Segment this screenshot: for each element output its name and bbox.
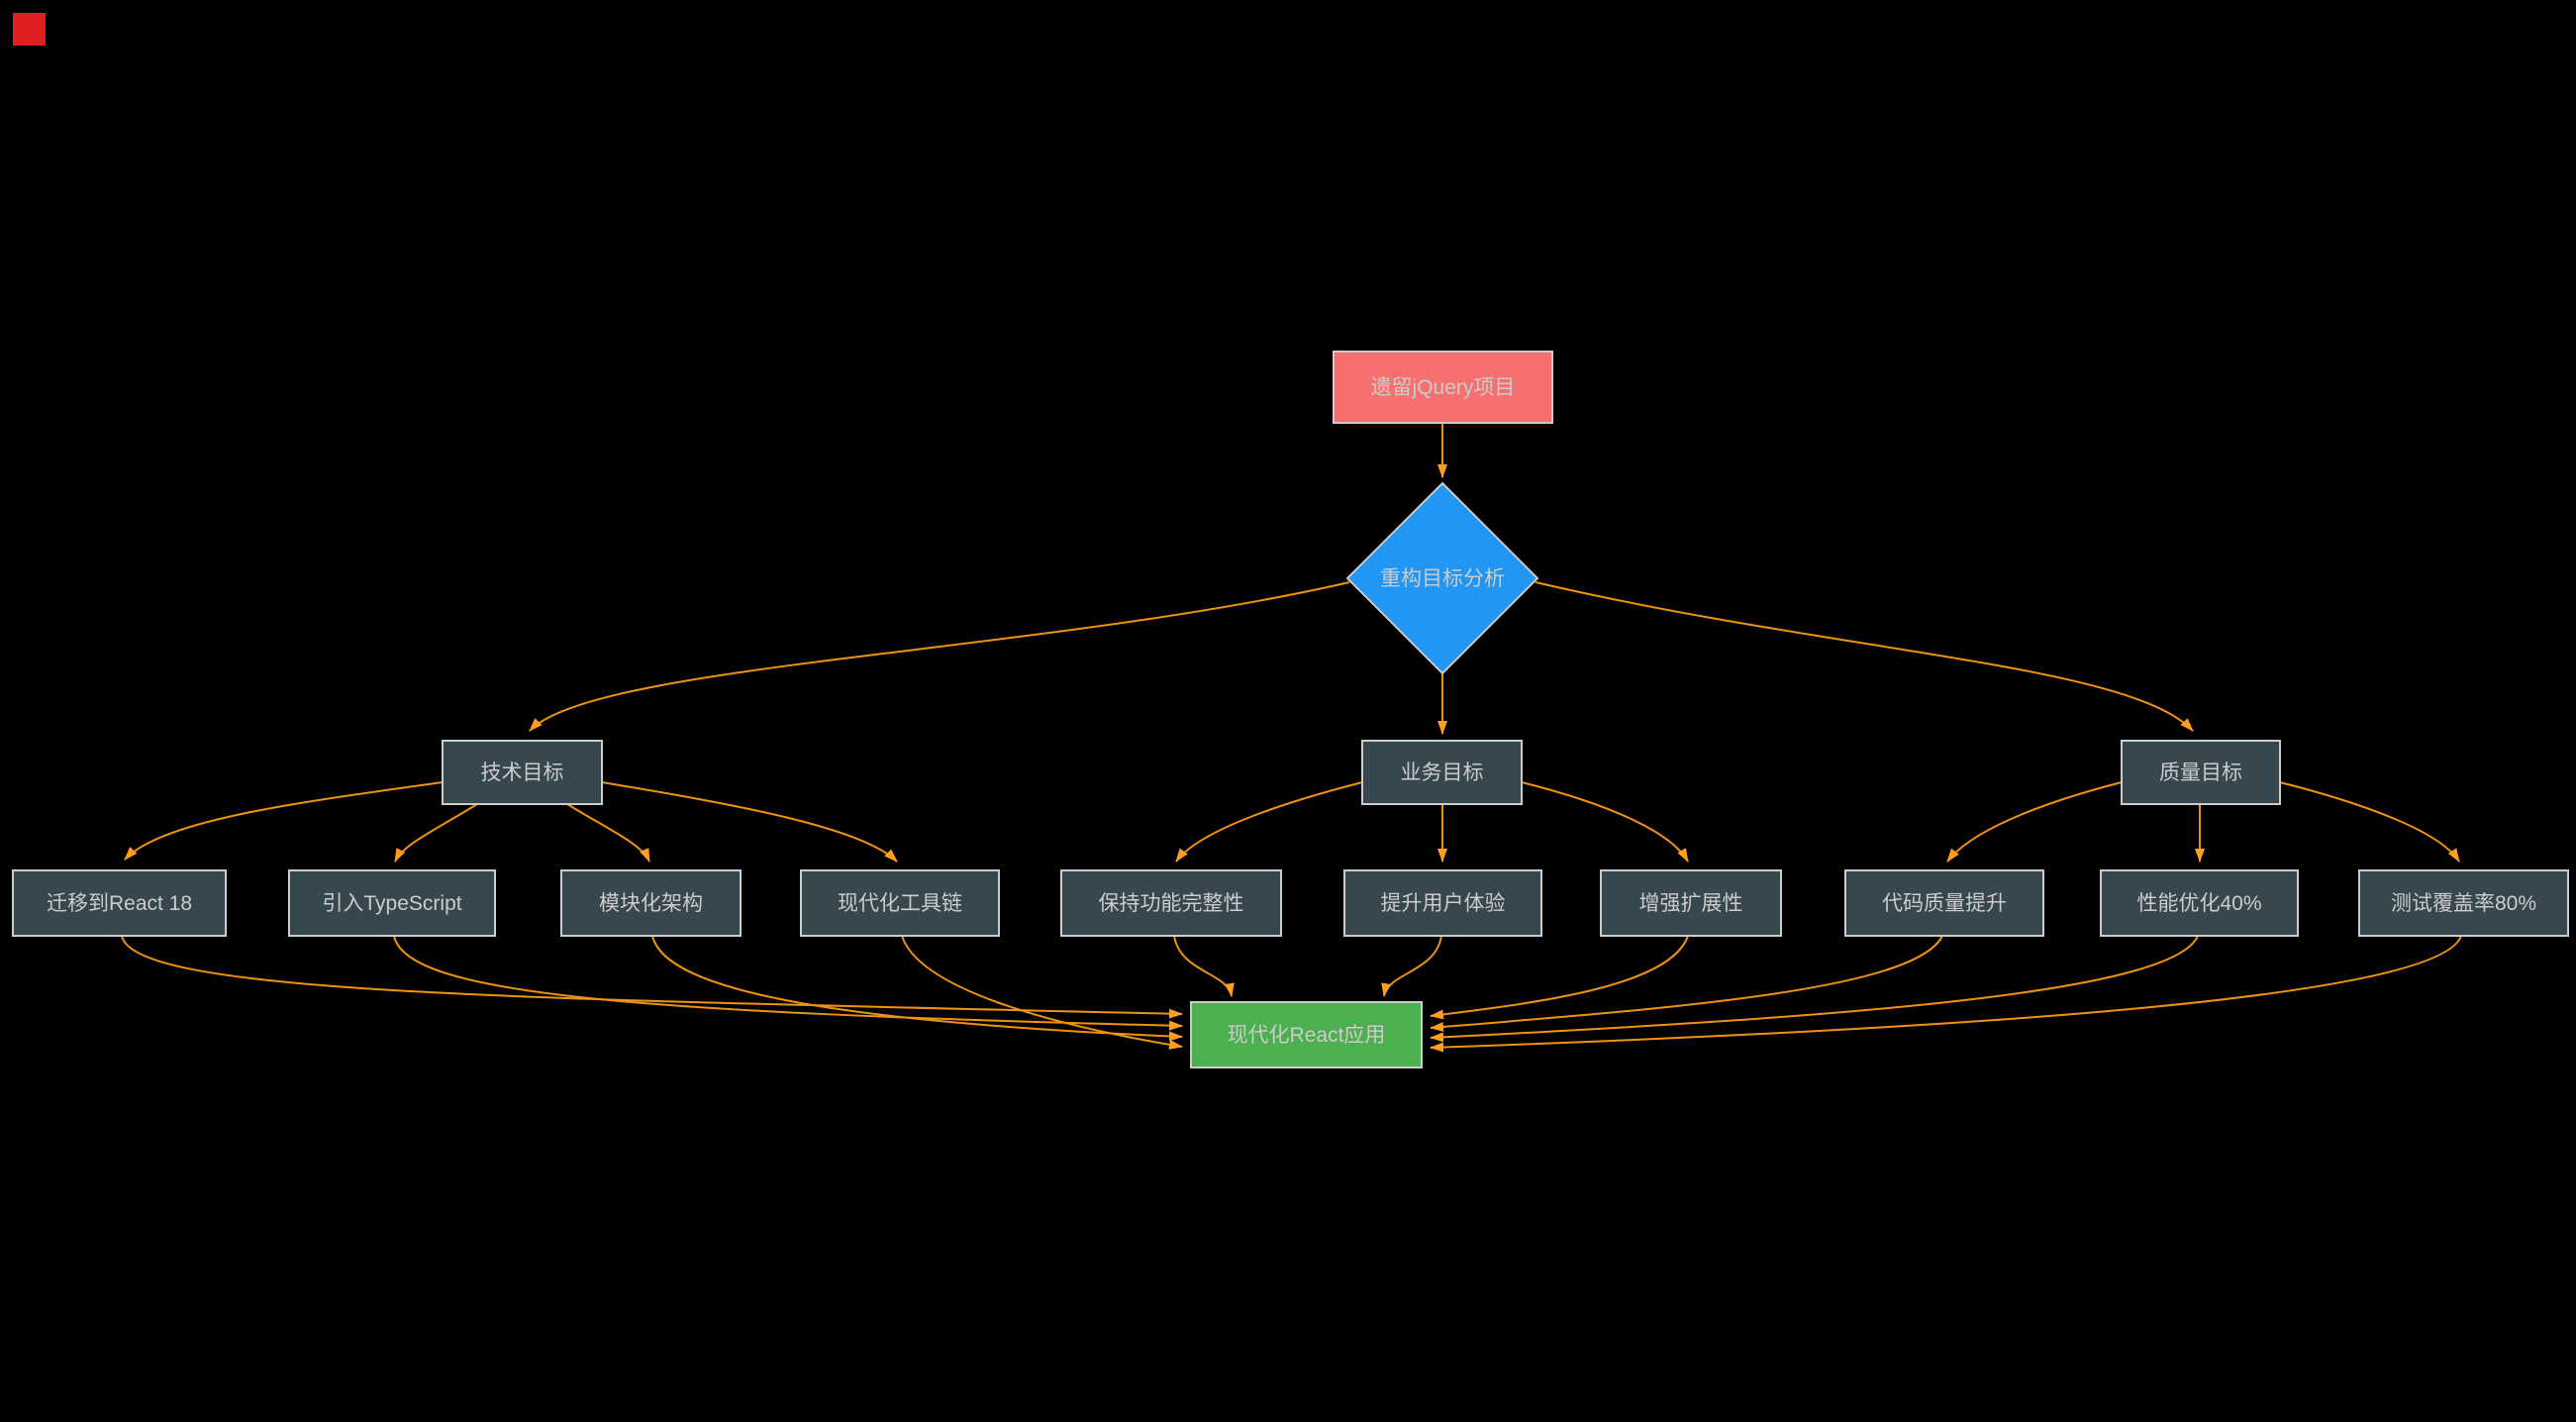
- node-typescript: 引入TypeScript: [288, 869, 496, 937]
- edge-tech-toolchain: [601, 781, 898, 863]
- legacy-node-label: 遗留jQuery项目: [1371, 376, 1516, 399]
- tech-node-box: [442, 740, 603, 805]
- edge-tech-react18: [124, 781, 444, 861]
- edge-react18-result: [121, 935, 1183, 1019]
- node-modular: 模块化架构: [560, 869, 742, 937]
- edge-business-integrity: [1175, 781, 1363, 863]
- integrity-node-box: [1060, 869, 1282, 937]
- node-ux: 提升用户体验: [1343, 869, 1542, 937]
- integrity-node-label: 保持功能完整性: [1099, 892, 1244, 915]
- business-node-box: [1361, 740, 1523, 805]
- business-node-label: 业务目标: [1401, 762, 1484, 784]
- node-integrity: 保持功能完整性: [1060, 869, 1282, 937]
- edge-extensibility-result: [1430, 935, 1689, 1020]
- edge-coverage-result: [1430, 935, 2462, 1053]
- ux-node-box: [1343, 869, 1542, 937]
- node-quality: 质量目标: [2121, 740, 2281, 805]
- performance-node-label: 性能优化40%: [2136, 892, 2261, 915]
- node-decision: 重构目标分析: [1345, 481, 1539, 675]
- decision-diamond: [1345, 481, 1539, 675]
- ux-node-label: 提升用户体验: [1381, 892, 1506, 915]
- node-legacy: 遗留jQuery项目: [1333, 351, 1553, 424]
- node-toolchain: 现代化工具链: [800, 869, 1000, 937]
- edge-tech-typescript: [394, 803, 478, 863]
- extensibility-node-label: 增强扩展性: [1639, 892, 1743, 915]
- edge-quality-codequality: [1946, 781, 2123, 863]
- edge-quality-coverage: [2279, 781, 2460, 863]
- edge-ux-result: [1381, 935, 1442, 997]
- red-corner-marker: [13, 13, 46, 46]
- edge-decision-tech: [529, 581, 1350, 732]
- react18-node-box: [12, 869, 227, 937]
- modular-node-box: [560, 869, 742, 937]
- node-tech: 技术目标: [442, 740, 603, 805]
- decision-node-label: 重构目标分析: [1380, 567, 1505, 590]
- code-quality-node-label: 代码质量提升: [1882, 892, 2007, 915]
- nodes: 遗留jQuery项目 重构目标分析 技术目标 业务目标 质量目标 迁移到Reac…: [12, 351, 2569, 1068]
- coverage-node-label: 测试覆盖率80%: [2391, 892, 2536, 915]
- toolchain-node-label: 现代化工具链: [838, 892, 962, 915]
- quality-node-label: 质量目标: [2159, 762, 2242, 784]
- quality-node-box: [2121, 740, 2281, 805]
- modular-node-label: 模块化架构: [599, 892, 703, 915]
- edge-tech-modular: [566, 803, 650, 863]
- toolchain-node-box: [800, 869, 1000, 937]
- edge-integrity-result: [1173, 935, 1235, 997]
- typescript-node-box: [288, 869, 496, 937]
- extensibility-node-box: [1600, 869, 1782, 937]
- edges: [121, 423, 2462, 1053]
- edge-business-extensibility: [1521, 781, 1689, 863]
- react18-node-label: 迁移到React 18: [47, 892, 192, 915]
- edge-decision-quality: [1535, 581, 2194, 732]
- edge-performance-result: [1430, 935, 2199, 1043]
- edge-typescript-result: [393, 935, 1183, 1031]
- coverage-node-box: [2358, 869, 2569, 937]
- tech-node-label: 技术目标: [481, 762, 564, 784]
- performance-node-box: [2100, 869, 2299, 937]
- node-business: 业务目标: [1361, 740, 1523, 805]
- code-quality-node-box: [1844, 869, 2044, 937]
- result-node-label: 现代化React应用: [1228, 1024, 1386, 1047]
- node-result: 现代化React应用: [1190, 1001, 1423, 1068]
- legacy-node-box: [1333, 351, 1553, 424]
- typescript-node-label: 引入TypeScript: [322, 892, 461, 915]
- node-code-quality: 代码质量提升: [1844, 869, 2044, 937]
- result-node-box: [1190, 1001, 1423, 1068]
- node-react18: 迁移到React 18: [12, 869, 227, 937]
- edge-toolchain-result: [901, 935, 1183, 1050]
- edge-modular-result: [651, 935, 1183, 1042]
- node-extensibility: 增强扩展性: [1600, 869, 1782, 937]
- node-performance: 性能优化40%: [2100, 869, 2299, 937]
- edge-codequality-result: [1430, 935, 1943, 1032]
- node-coverage: 测试覆盖率80%: [2358, 869, 2569, 937]
